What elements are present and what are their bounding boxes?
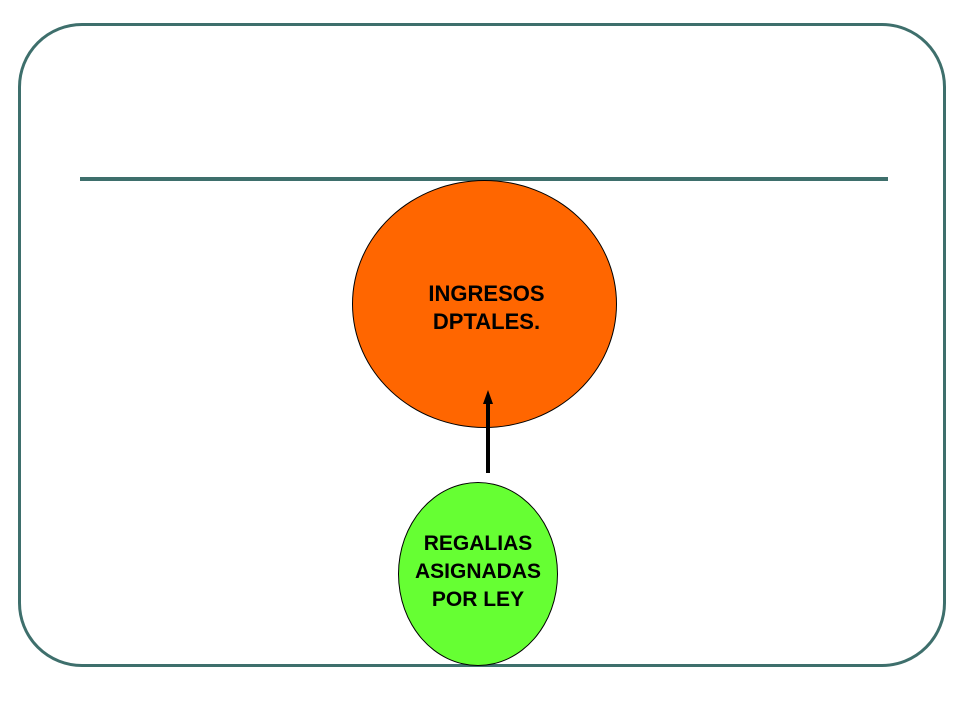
arrow-head [483, 390, 493, 404]
regalias-asignadas-node: REGALIAS ASIGNADAS POR LEY [398, 482, 558, 666]
ingresos-dptales-node: INGRESOS DPTALES. [352, 180, 617, 428]
ingresos-dptales-label: INGRESOS DPTALES. [428, 281, 545, 334]
regalias-asignadas-label: REGALIAS ASIGNADAS POR LEY [414, 532, 541, 611]
title-divider-line [80, 177, 888, 181]
